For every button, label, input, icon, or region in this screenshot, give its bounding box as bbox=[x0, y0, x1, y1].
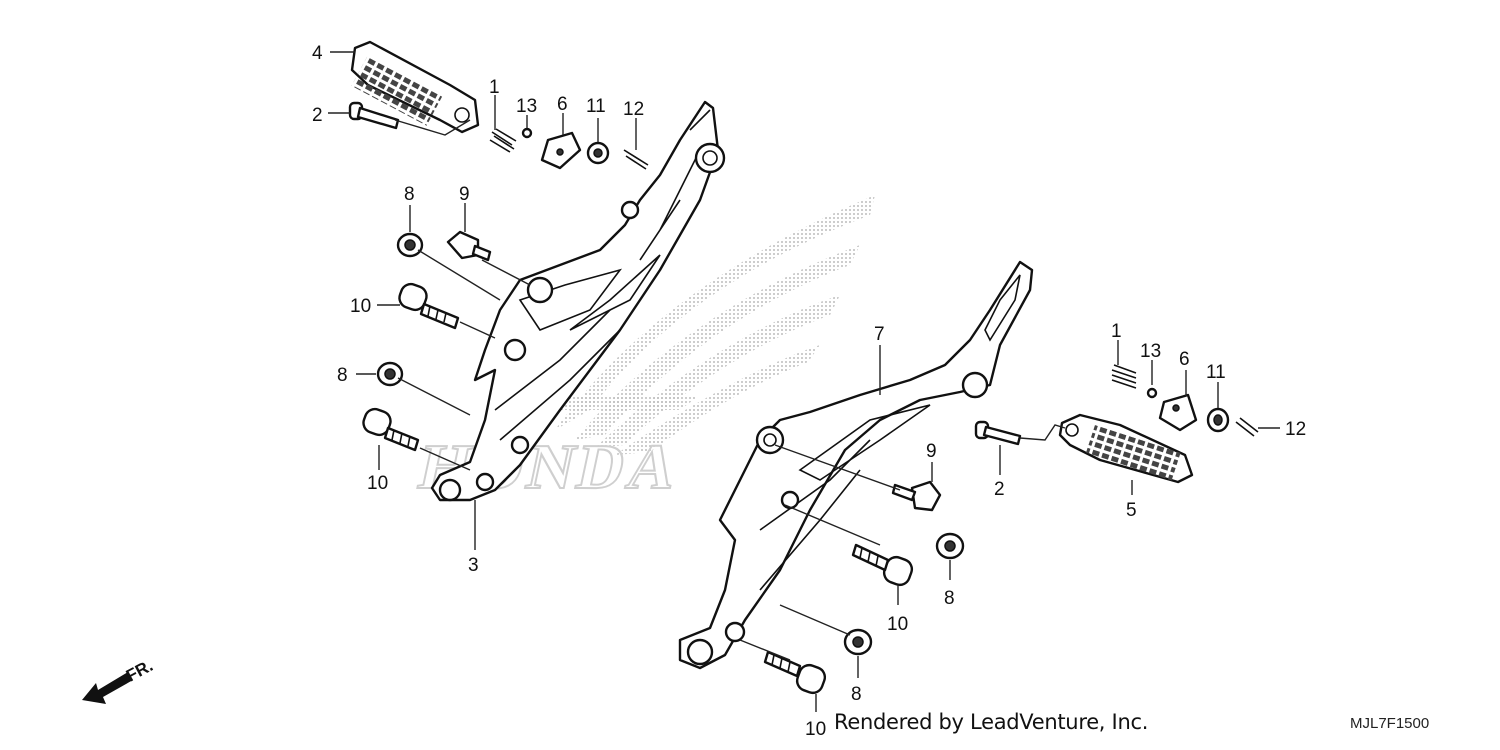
left-bolt-10a bbox=[398, 282, 460, 330]
left-plate bbox=[540, 131, 582, 170]
callout-5: 5 bbox=[1126, 500, 1137, 521]
callout-4: 4 bbox=[312, 43, 323, 64]
right-bolt-10c bbox=[851, 543, 914, 587]
callout-2-right: 2 bbox=[994, 479, 1005, 500]
leader-lines bbox=[328, 51, 1280, 712]
callout-9-right: 9 bbox=[926, 441, 937, 462]
right-collar-8c bbox=[935, 532, 965, 560]
callout-1-right: 1 bbox=[1111, 321, 1122, 342]
left-footpeg bbox=[350, 40, 480, 134]
callout-10-right-a: 10 bbox=[887, 614, 908, 635]
left-collar-8b bbox=[376, 361, 404, 387]
left-step-bracket bbox=[430, 100, 726, 502]
left-collar-8a bbox=[396, 232, 424, 258]
callout-7: 7 bbox=[874, 324, 885, 345]
callout-8-left-b: 8 bbox=[337, 365, 348, 386]
diagram-code: MJL7F1500 bbox=[1350, 715, 1430, 732]
right-plate bbox=[1158, 393, 1198, 432]
callout-3: 3 bbox=[468, 555, 479, 576]
left-cotter-pin bbox=[623, 149, 649, 170]
callout-10-left-b: 10 bbox=[367, 473, 388, 494]
right-spring bbox=[1111, 364, 1137, 389]
callout-9-left: 9 bbox=[459, 184, 470, 205]
right-ball bbox=[1146, 387, 1158, 399]
right-bolt-9b bbox=[891, 480, 942, 512]
right-footpeg bbox=[1058, 413, 1194, 484]
right-pin bbox=[974, 420, 1022, 446]
callout-12-right: 12 bbox=[1285, 419, 1306, 440]
callout-1-left: 1 bbox=[489, 77, 500, 98]
callout-10-right-b: 10 bbox=[805, 719, 826, 740]
callout-6-left: 6 bbox=[557, 94, 568, 115]
callout-11-left: 11 bbox=[586, 96, 606, 117]
left-spring bbox=[489, 128, 517, 153]
right-collar-8d bbox=[843, 628, 873, 656]
callout-8-right-a: 8 bbox=[944, 588, 955, 609]
left-ball bbox=[521, 127, 533, 139]
callout-12-left: 12 bbox=[623, 99, 644, 120]
callout-2-left: 2 bbox=[312, 105, 323, 126]
callout-13-left: 13 bbox=[516, 96, 537, 117]
left-pin bbox=[348, 101, 400, 130]
right-washer bbox=[1206, 407, 1230, 433]
left-washer bbox=[586, 141, 610, 165]
callout-11-right: 11 bbox=[1206, 362, 1226, 383]
callout-6-right: 6 bbox=[1179, 349, 1190, 370]
callout-8-right-b: 8 bbox=[851, 684, 862, 705]
left-bolt-10b bbox=[362, 407, 420, 452]
callout-13-right: 13 bbox=[1140, 341, 1161, 362]
front-direction-arrow: FR. bbox=[82, 656, 156, 704]
right-step-bracket bbox=[678, 260, 1034, 670]
callout-10-left-a: 10 bbox=[350, 296, 371, 317]
left-bolt-9a bbox=[446, 230, 492, 262]
right-bolt-10d bbox=[763, 650, 827, 695]
right-cotter-pin bbox=[1235, 417, 1259, 437]
callout-8-left-a: 8 bbox=[404, 184, 415, 205]
render-credit: Rendered by LeadVenture, Inc. bbox=[834, 710, 1149, 734]
